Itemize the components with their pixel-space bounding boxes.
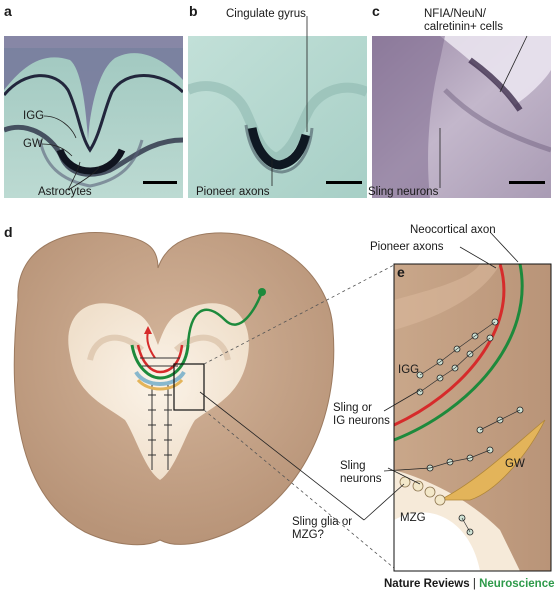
panel-a-letter: a [4,3,12,19]
journal-credit: Nature Reviews | Neuroscience [384,578,555,590]
journal-subject: Neuroscience [479,578,555,590]
panel-e-label-mzg: MZG [400,512,426,524]
journal-separator: | [472,578,476,590]
panel-d-label-sling-glia-1: Sling glia or [292,516,353,528]
panel-e-letter: e [397,264,405,280]
panel-e-label-gw: GW [505,458,525,470]
panel-d-label-sling-glia-2: MZG? [292,529,324,541]
journal-name: Nature Reviews [384,578,470,590]
panel-c-label-nfia-line2: calretinin+ cells [424,21,503,33]
panel-a-label-igg: IGG [23,110,45,122]
panel-b-label-cingulate: Cingulate gyrus [226,8,306,20]
panel-d-label-sling-neurons-1: Sling [340,460,366,472]
panel-c-label-sling: Sling neurons [368,186,439,198]
panel-b-label-pioneer: Pioneer axons [196,186,270,198]
panel-d-label-sling-ig-1: Sling or [333,402,372,414]
panel-a-label-gw: GW [23,138,43,150]
panel-d-label-sling-neurons-2: neurons [340,473,382,485]
panel-c-label-nfia-line1: NFIA/NeuN/ [424,8,486,20]
panel-e-label-igg: IGG [398,364,420,376]
panel-c-letter: c [372,3,380,19]
panel-b-letter: b [189,3,198,19]
panel-d-label-neocortical: Neocortical axon [410,224,496,236]
panel-d-label-sling-ig-2: IG neurons [333,415,390,427]
panel-d-label-pioneer: Pioneer axons [370,241,444,253]
panel-d-letter: d [4,224,13,240]
panel-a-label-astrocytes: Astrocytes [38,186,92,198]
